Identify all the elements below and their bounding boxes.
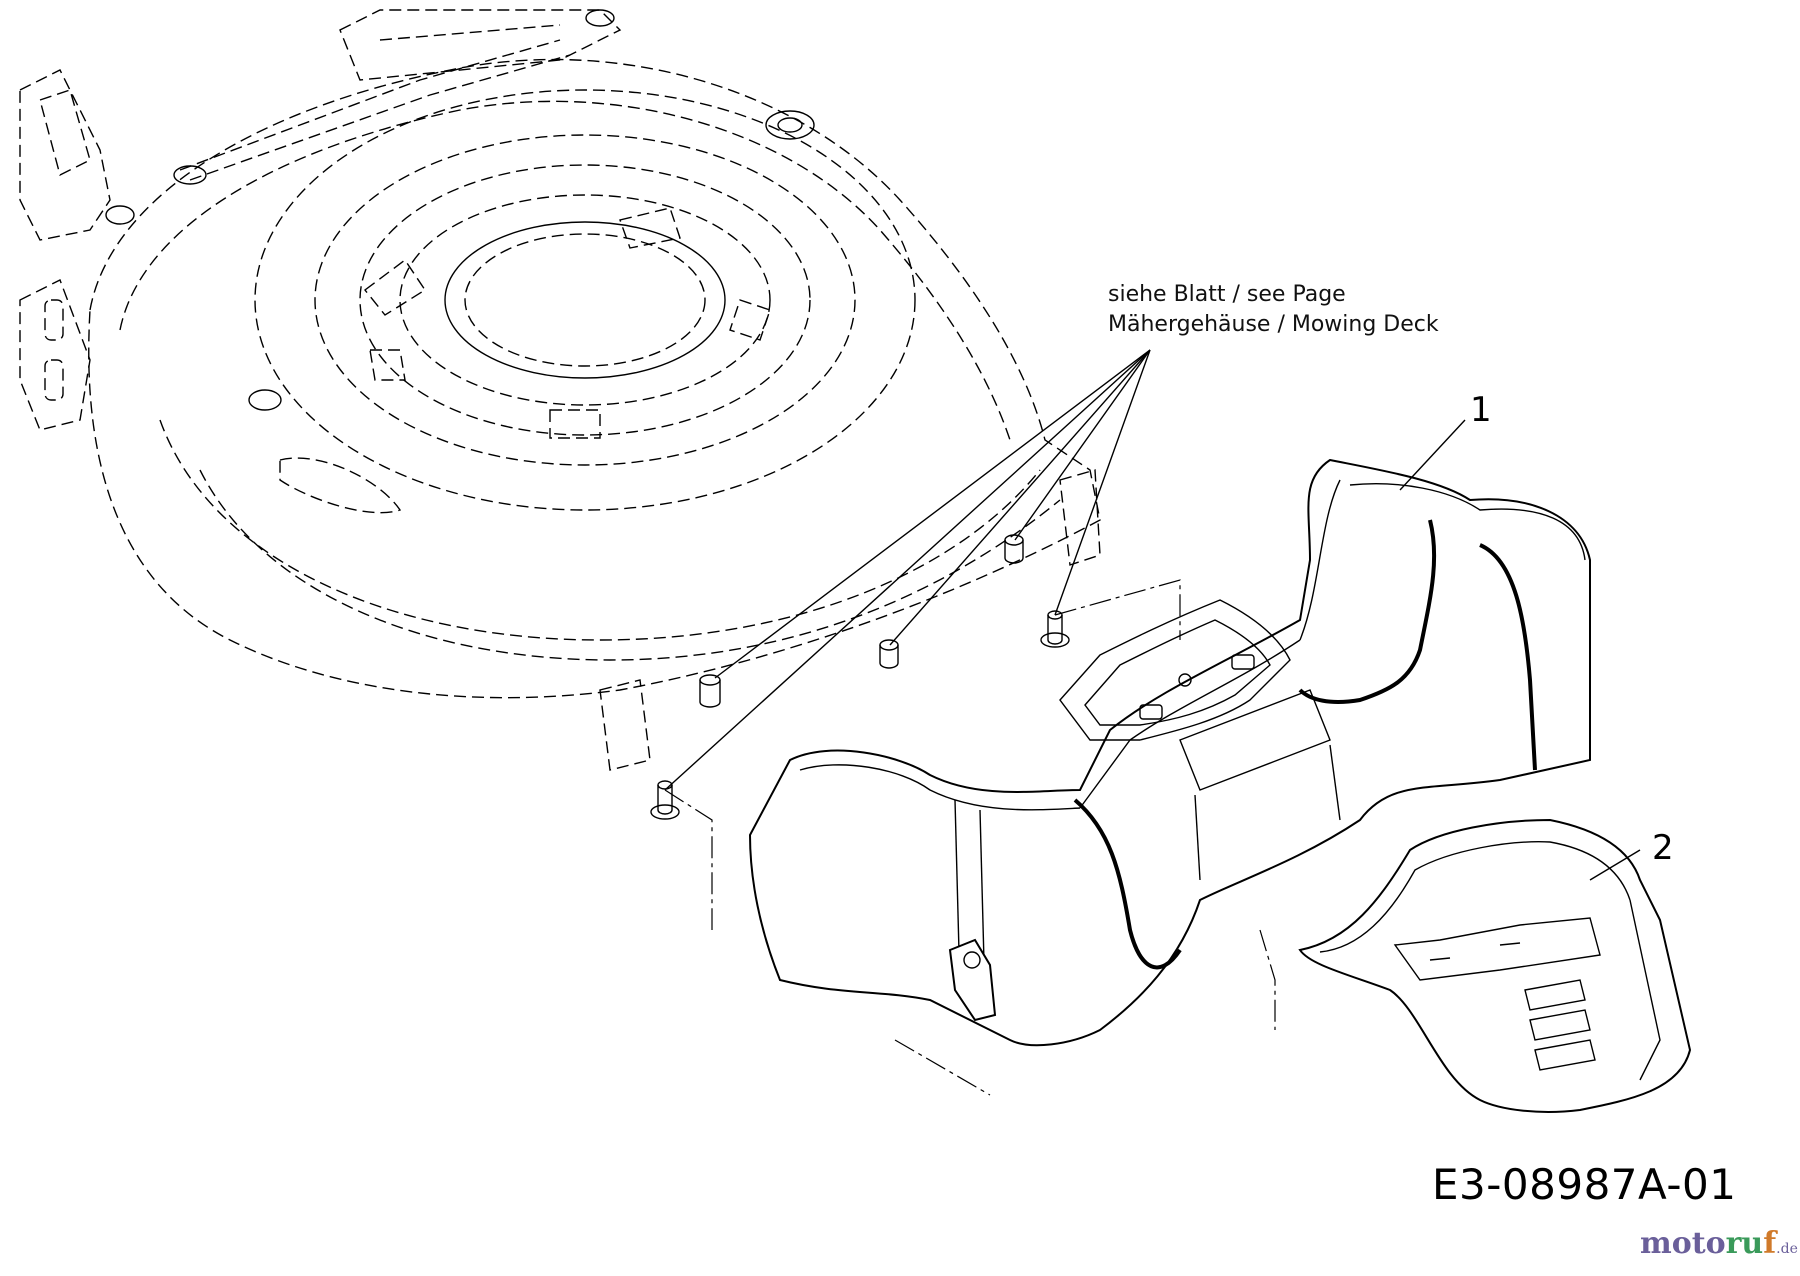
part-1-rear-cover: [748, 458, 1591, 1047]
reference-leaders: [664, 349, 1151, 791]
watermark-part-b: ru: [1725, 1226, 1764, 1261]
callout-2-leader: [1589, 849, 1641, 881]
watermark-part-c: f: [1763, 1226, 1777, 1261]
watermark-part-a: moto: [1640, 1226, 1726, 1261]
callout-1-number: 1: [1470, 390, 1492, 430]
stud-mid: [879, 534, 1024, 669]
callout-2-number: 2: [1652, 828, 1674, 868]
part-2-small-cover: [1298, 818, 1692, 1113]
stud-right: [1040, 610, 1070, 648]
stud-left: [699, 674, 721, 708]
reference-note-line-1: siehe Blatt / see Page: [1108, 282, 1346, 307]
reference-note-line-2: Mähergehäuse / Mowing Deck: [1108, 312, 1439, 337]
watermark-part-d: .de: [1776, 1241, 1798, 1257]
mowing-deck-housing: [19, 9, 1101, 820]
callout-1-leader: [1399, 419, 1466, 491]
assembly-center-lines: [664, 579, 1276, 1096]
diagram-code: E3-08987A-01: [1432, 1160, 1737, 1209]
stud-bottom-left: [650, 780, 680, 820]
watermark-logo: motoruf.de: [1640, 1226, 1798, 1261]
